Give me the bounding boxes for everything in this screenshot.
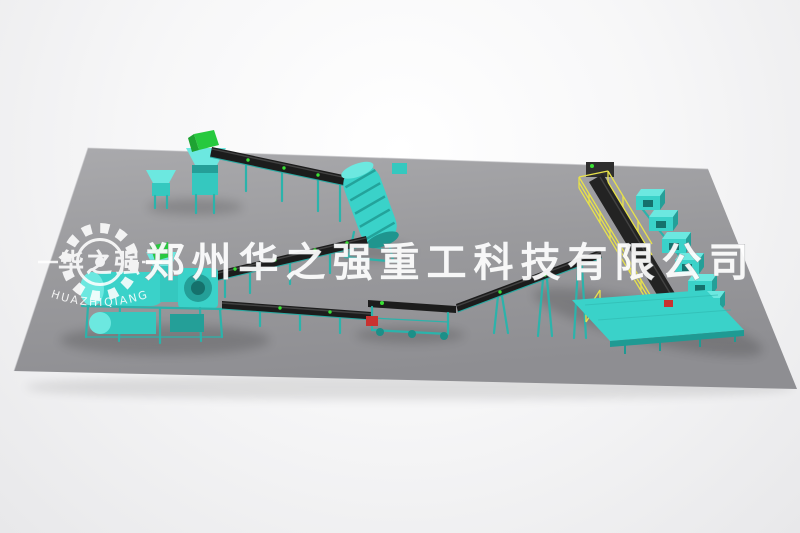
- conveyor-4: [456, 250, 603, 340]
- conveyor-1-belt: [210, 147, 348, 186]
- wheel-icon: [408, 330, 416, 338]
- gear-icon: [61, 223, 139, 301]
- red-accent-box: [664, 300, 673, 307]
- logo-text-cn: 华之强: [58, 248, 142, 279]
- batching-line: [572, 162, 744, 354]
- red-drive-box: [366, 316, 378, 326]
- feeder-conveyor-unit: [366, 300, 456, 340]
- batching-belt: [589, 174, 685, 318]
- hopper: [649, 210, 678, 231]
- conveyor-1: [209, 147, 348, 223]
- conveyor-2: [196, 236, 369, 299]
- flat-platform: [572, 290, 744, 354]
- wheel-icon: [440, 332, 448, 340]
- conveyor-3: [221, 301, 373, 335]
- hopper: [675, 253, 704, 274]
- drum-motor: [392, 163, 407, 174]
- watermark-company-text: 郑州华之强重工科技有限公司: [145, 240, 756, 286]
- green-chute-icon: [194, 130, 219, 150]
- hopper: [636, 189, 665, 210]
- green-chute-icon-2: [150, 242, 173, 261]
- rotary-drum-screen: [341, 161, 399, 249]
- wheel-icon: [376, 328, 384, 336]
- platform-edge-highlight: [13, 147, 709, 372]
- hopper: [662, 232, 691, 253]
